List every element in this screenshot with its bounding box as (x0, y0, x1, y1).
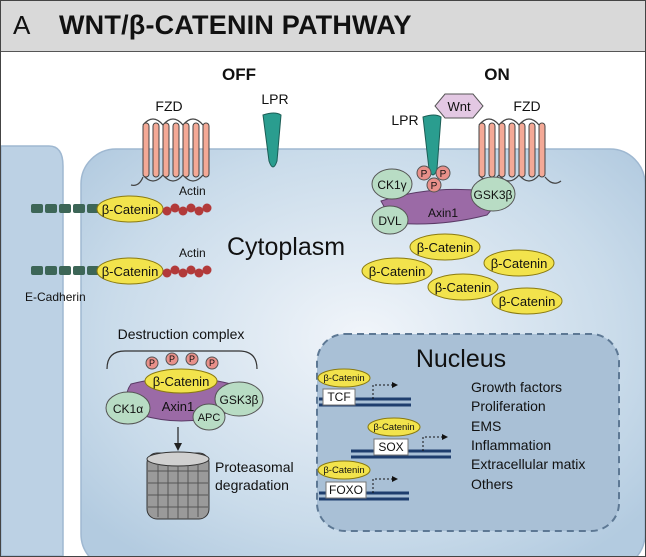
gsk3b-label-off: GSK3β (220, 393, 259, 407)
phosphate-label: P (440, 169, 447, 180)
actin-label: Actin (179, 184, 206, 198)
foxo-box (325, 481, 367, 499)
e-cadherin-label: E-Cadherin (25, 290, 86, 304)
actin-filament (162, 203, 212, 216)
beta-catenin-free (483, 249, 555, 277)
apc-label: APC (198, 412, 221, 424)
sox-box (373, 438, 409, 456)
off-state-label: OFF (222, 65, 256, 84)
fzd-receptor-on (478, 118, 562, 184)
beta-catenin-free (427, 273, 499, 301)
wnt-label: Wnt (447, 99, 471, 114)
degradation-arrow-head (174, 443, 182, 451)
e-cadherin-chain (31, 204, 99, 213)
beta-catenin-label: β-Catenin (102, 202, 159, 217)
ck1-gamma-label: CK1γ (377, 178, 406, 192)
lpr-label-on: LPR (391, 112, 418, 128)
phosphate-label: P (169, 354, 175, 364)
target-gene: Growth factors (471, 379, 562, 395)
beta-catenin-label: β-Catenin (102, 264, 159, 279)
beta-catenin-label: β-Catenin (435, 280, 492, 295)
axin1-label-off: Axin1 (162, 399, 195, 414)
phosphate-label: P (149, 358, 155, 368)
on-state-label: ON (484, 65, 510, 84)
proteasome-label-line2: degradation (215, 477, 289, 493)
tcf-box (322, 388, 356, 406)
nucleus-label: Nucleus (416, 345, 506, 373)
target-gene: EMS (471, 418, 501, 434)
lpr-label-off: LPR (261, 91, 288, 107)
beta-catenin-label: β-Catenin (491, 256, 548, 271)
dvl-label: DVL (378, 214, 402, 228)
phosphate-label: P (431, 181, 438, 192)
panel-letter: A (13, 10, 31, 40)
proteasome (146, 451, 210, 520)
wnt-ligand (434, 93, 484, 119)
target-gene: Extracellular matix (471, 456, 585, 472)
tss-arrow (372, 384, 393, 399)
target-gene: Inflammation (471, 437, 551, 453)
tss-arrow (372, 478, 393, 493)
tcf-label: TCF (327, 390, 350, 404)
cytoplasm-label: Cytoplasm (227, 233, 345, 261)
beta-catenin-free (491, 287, 563, 315)
ck1-alpha-label: CK1α (113, 402, 143, 416)
sox-label: SOX (378, 440, 403, 454)
beta-catenin-free (409, 233, 481, 261)
tss-arrow-head (442, 434, 448, 440)
target-gene: Others (471, 476, 513, 492)
beta-catenin-label: β-Catenin (323, 373, 364, 384)
header-bar: A WNT/β-CATENIN PATHWAY (1, 1, 645, 52)
phosphate-label: P (189, 354, 195, 364)
axin1-label-on: Axin1 (428, 206, 458, 220)
neighbor-cell (1, 145, 64, 556)
beta-catenin-nuclear (317, 368, 371, 388)
beta-catenin-label: β-Catenin (153, 374, 210, 389)
beta-catenin-label: β-Catenin (499, 294, 556, 309)
pathway-title: WNT/β-CATENIN PATHWAY (59, 10, 412, 40)
tss-arrow (422, 436, 443, 451)
beta-catenin-nuclear (317, 460, 371, 480)
actin-label: Actin (179, 246, 206, 260)
gsk3b-label-on: GSK3β (474, 188, 513, 202)
beta-catenin-nuclear (367, 417, 421, 437)
beta-catenin-free (361, 257, 433, 285)
actin-filament (162, 265, 212, 278)
proteasome-label-line1: Proteasomal (215, 459, 294, 475)
signalosome-complex (371, 165, 516, 235)
beta-catenin-label: β-Catenin (373, 422, 414, 433)
tss-arrow-head (392, 476, 398, 482)
target-gene: Proliferation (471, 398, 546, 414)
beta-catenin-label: β-Catenin (417, 240, 474, 255)
destruction-complex (105, 352, 264, 431)
tss-arrow-head (392, 382, 398, 388)
fzd-label-on: FZD (513, 98, 540, 114)
phosphate-label: P (421, 169, 428, 180)
e-cadherin-chain (31, 266, 99, 275)
beta-catenin-label: β-Catenin (323, 465, 364, 476)
fzd-receptor-off (130, 118, 210, 186)
beta-catenin-label: β-Catenin (369, 264, 426, 279)
lpr-receptor-off (262, 112, 282, 168)
foxo-label: FOXO (329, 483, 363, 497)
fzd-label-off: FZD (155, 98, 182, 114)
phosphate-label: P (209, 358, 215, 368)
destruction-complex-label: Destruction complex (118, 326, 245, 342)
destruction-bracket (106, 350, 258, 370)
